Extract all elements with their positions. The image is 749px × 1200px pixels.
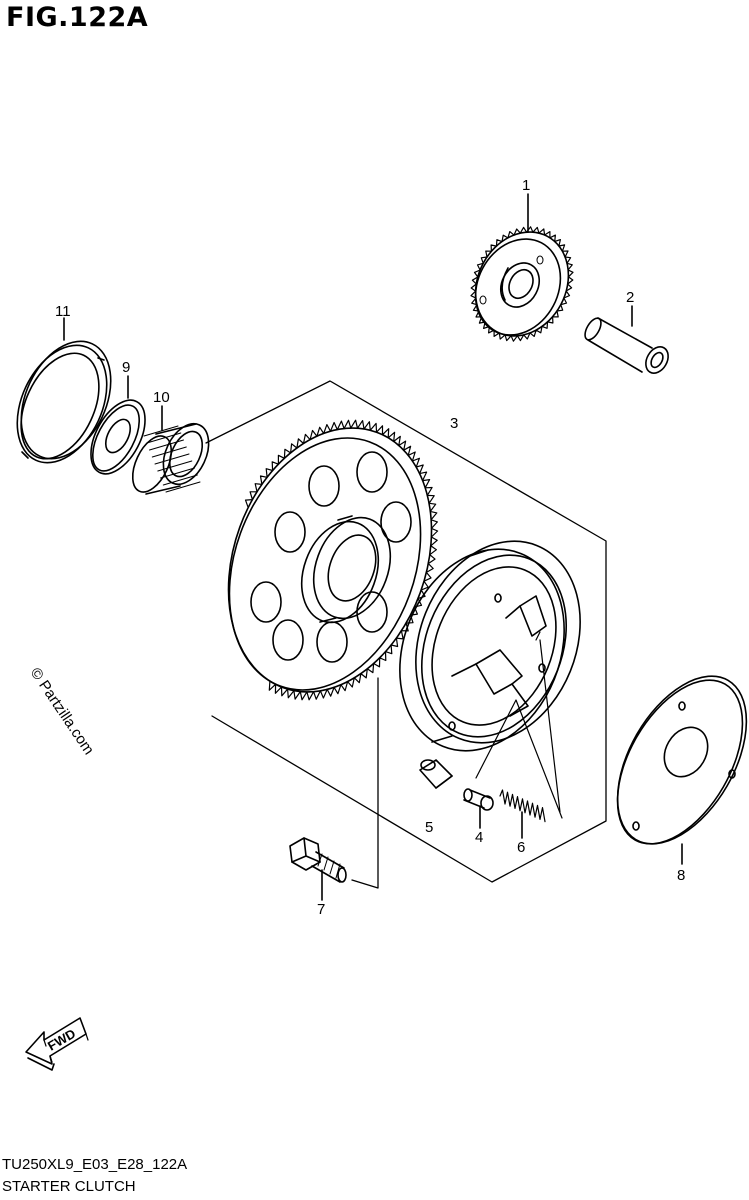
- bearing-needle: [163, 475, 197, 485]
- assembly-name: STARTER CLUTCH: [2, 1178, 136, 1195]
- part-5-roller[interactable]: [420, 760, 452, 788]
- callout-3[interactable]: 3: [450, 415, 458, 432]
- assembly-box-3: [206, 381, 606, 882]
- watermark-text: © Partzilla.com: [27, 665, 98, 758]
- part-3-clutch-gear[interactable]: [193, 399, 466, 720]
- figure-title: FIG.122A: [6, 2, 149, 33]
- part-10-needle-bearing[interactable]: [125, 417, 218, 498]
- leader-line-bolt-box: [352, 678, 378, 888]
- fwd-arrow-icon: FWD: [26, 1018, 88, 1070]
- part-2-shaft[interactable]: [582, 316, 673, 378]
- part-8-plate[interactable]: [591, 654, 749, 865]
- part-9-washer[interactable]: [80, 391, 156, 482]
- callout-8[interactable]: 8: [677, 867, 685, 884]
- bearing-needle: [155, 454, 189, 464]
- callout-10[interactable]: 10: [153, 389, 170, 406]
- leader-line-4-6-group: [476, 700, 562, 818]
- callout-4[interactable]: 4: [475, 829, 483, 846]
- part-6-spring[interactable]: [500, 790, 545, 822]
- callout-7[interactable]: 7: [317, 901, 325, 918]
- bearing-needle: [152, 447, 186, 457]
- diagram-code: TU250XL9_E03_E28_122A: [2, 1156, 188, 1173]
- callout-6[interactable]: 6: [517, 839, 525, 856]
- bearing-needle: [166, 482, 200, 492]
- leader-line-group-body: [540, 640, 560, 812]
- bearing-needle: [147, 433, 181, 443]
- callout-5[interactable]: 5: [425, 819, 433, 836]
- bearing-needle: [144, 426, 178, 436]
- callout-11[interactable]: 11: [55, 303, 71, 320]
- callout-9[interactable]: 9: [122, 359, 130, 376]
- callout-1[interactable]: 1: [522, 177, 530, 194]
- part-11-ring[interactable]: [0, 327, 128, 477]
- part-1-driven-gear[interactable]: [458, 216, 586, 353]
- bearing-needle: [150, 440, 184, 450]
- bearing-needle: [158, 461, 192, 471]
- callout-2[interactable]: 2: [626, 289, 634, 306]
- part-7-bolt[interactable]: [290, 838, 346, 882]
- part-4-plunger[interactable]: [464, 789, 493, 810]
- part-3-clutch-body[interactable]: [371, 516, 610, 775]
- bearing-needle: [161, 468, 195, 478]
